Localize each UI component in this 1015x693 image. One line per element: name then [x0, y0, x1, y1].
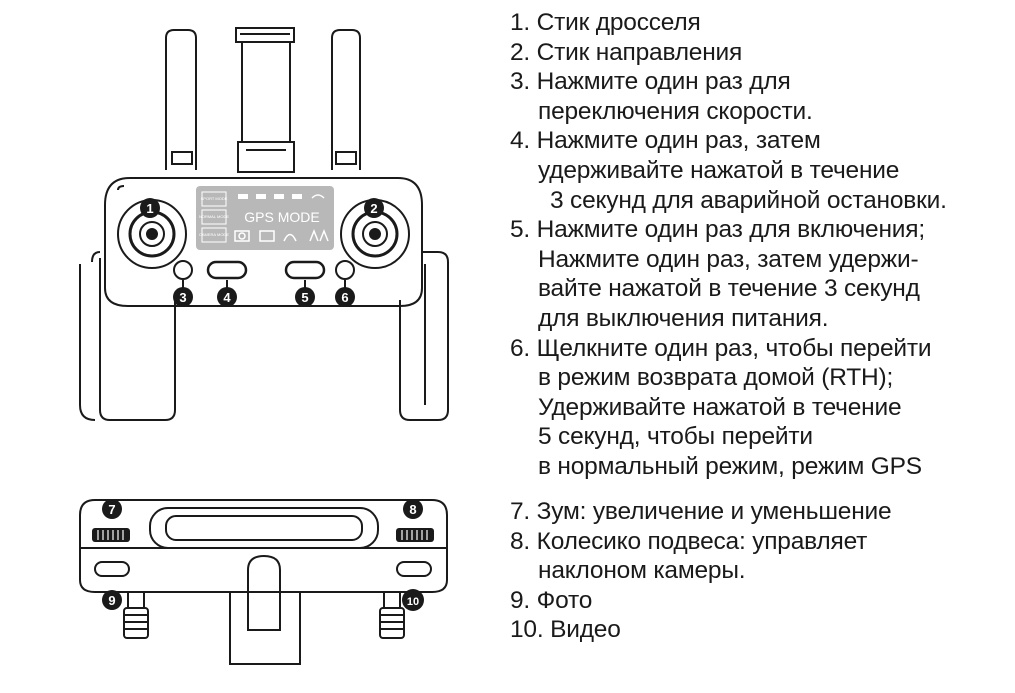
callout-2: [364, 198, 384, 218]
callout-2-label: 2: [370, 201, 377, 216]
controller-body: [104, 177, 423, 307]
callout-3: [173, 287, 193, 307]
legend-line: в режим возврата домой (RTH);: [538, 364, 894, 392]
callouts-bottom: 7 8 9 10: [102, 499, 424, 611]
battery-icon: [292, 194, 302, 199]
legend-line: 3 секунд для аварийной остановки.: [550, 186, 947, 214]
video-icon: [259, 230, 275, 242]
callout-7-label: 7: [108, 502, 115, 517]
legend-line: в нормальный режим, режим GPS: [538, 452, 922, 480]
screen-title: GPS MODE: [244, 209, 319, 225]
left-rear-slot: [94, 561, 130, 577]
phone-clamp-body: [241, 41, 291, 143]
callout-10: [402, 589, 424, 611]
return-home-icon: [283, 233, 297, 242]
speed-button[interactable]: [173, 260, 193, 280]
normal-mode-label: NORMAL MODE: [199, 214, 229, 219]
status-screen: [196, 186, 334, 250]
legend-line: 9. Фото: [510, 586, 593, 614]
legend-line: 4. Нажмите один раз, затем: [510, 127, 821, 155]
legend-line: 6. Щелкните один раз, чтобы перейти: [510, 334, 932, 362]
camera-mode-label: CAMERA MODE: [199, 232, 229, 237]
legend-line: удерживайте нажатой в течение: [538, 156, 900, 184]
right-rear-slot: [396, 561, 432, 577]
legend-line: наклоном камеры.: [538, 557, 746, 585]
right-antenna-hinge: [335, 151, 357, 165]
legend-line: 7. Зум: увеличение и уменьшение: [510, 498, 892, 525]
wifi-icon: [311, 194, 325, 199]
right-stick-stub: [379, 607, 405, 639]
rear-phone-clamp: [229, 592, 301, 665]
left-antenna: [165, 29, 197, 170]
legend-line: 1. Стик дросселя: [510, 9, 701, 36]
legend-line: вайте нажатой в течение 3 секунд: [538, 275, 920, 303]
callout-5: [295, 287, 315, 307]
gimbal-wheel[interactable]: [396, 528, 434, 542]
legend-line: Нажмите один раз, затем удержи-: [538, 245, 919, 273]
legend-line: 10. Видео: [510, 616, 621, 644]
legend-line: для выключения питания.: [538, 304, 829, 332]
sport-mode-indicator: [201, 191, 227, 207]
callout-1-label: 1: [146, 201, 153, 216]
camera-mode-indicator: [201, 227, 227, 243]
callout-6-label: 6: [341, 290, 348, 305]
normal-mode-indicator: [201, 209, 227, 225]
controller-front-view: SPORT MODE NORMAL MODE CAMERA MODE GPS M…: [79, 27, 449, 421]
rth-button[interactable]: [335, 260, 355, 280]
rear-body: [79, 499, 448, 593]
emergency-stop-button[interactable]: [206, 260, 248, 280]
callout-8: [403, 499, 423, 519]
legend-line: 2. Стик направления: [510, 38, 743, 66]
sport-mode-label: SPORT MODE: [201, 196, 228, 201]
left-stick-stub: [123, 607, 149, 639]
left-antenna-hinge: [171, 151, 193, 165]
callout-9-label: 9: [108, 593, 115, 608]
right-grip: [399, 251, 449, 421]
legend-line: 8. Колесико подвеса: управляет: [510, 527, 868, 555]
legend-line: переключения скорости.: [538, 97, 813, 125]
callout-8-label: 8: [409, 502, 416, 517]
remote-signal-icon: [274, 194, 284, 199]
legend-line: Удерживайте нажатой в течение: [538, 393, 902, 421]
callout-10-label: 10: [407, 596, 419, 608]
callout-3-label: 3: [179, 290, 186, 305]
callout-6: [335, 287, 355, 307]
drone-icon: [238, 194, 248, 199]
callout-4-label: 4: [223, 290, 231, 305]
phone-clamp-base: [237, 141, 295, 173]
screen-status-icons: [238, 194, 325, 199]
callouts-top: 1 2 3 4 5 6: [140, 198, 384, 307]
zoom-wheel[interactable]: [92, 528, 130, 542]
photo-icon: [234, 230, 250, 242]
legend-line: 5 секунд, чтобы перейти: [538, 423, 813, 451]
legend-line: 5. Нажмите один раз для включения;: [510, 216, 925, 244]
callout-9: [102, 590, 122, 610]
callout-7: [102, 499, 122, 519]
left-grip: [99, 258, 176, 421]
right-antenna: [331, 29, 361, 170]
rear-clamp-latch: [247, 554, 281, 631]
legend-line: 3. Нажмите один раз для: [510, 68, 791, 96]
callout-1: [140, 198, 160, 218]
power-button[interactable]: [284, 260, 326, 280]
callout-4: [217, 287, 237, 307]
signal-icon: [256, 194, 266, 199]
propellers-icon: [309, 228, 329, 242]
rear-handle-inner: [165, 515, 363, 541]
rear-handle: [149, 507, 379, 549]
callout-5-label: 5: [301, 290, 308, 305]
